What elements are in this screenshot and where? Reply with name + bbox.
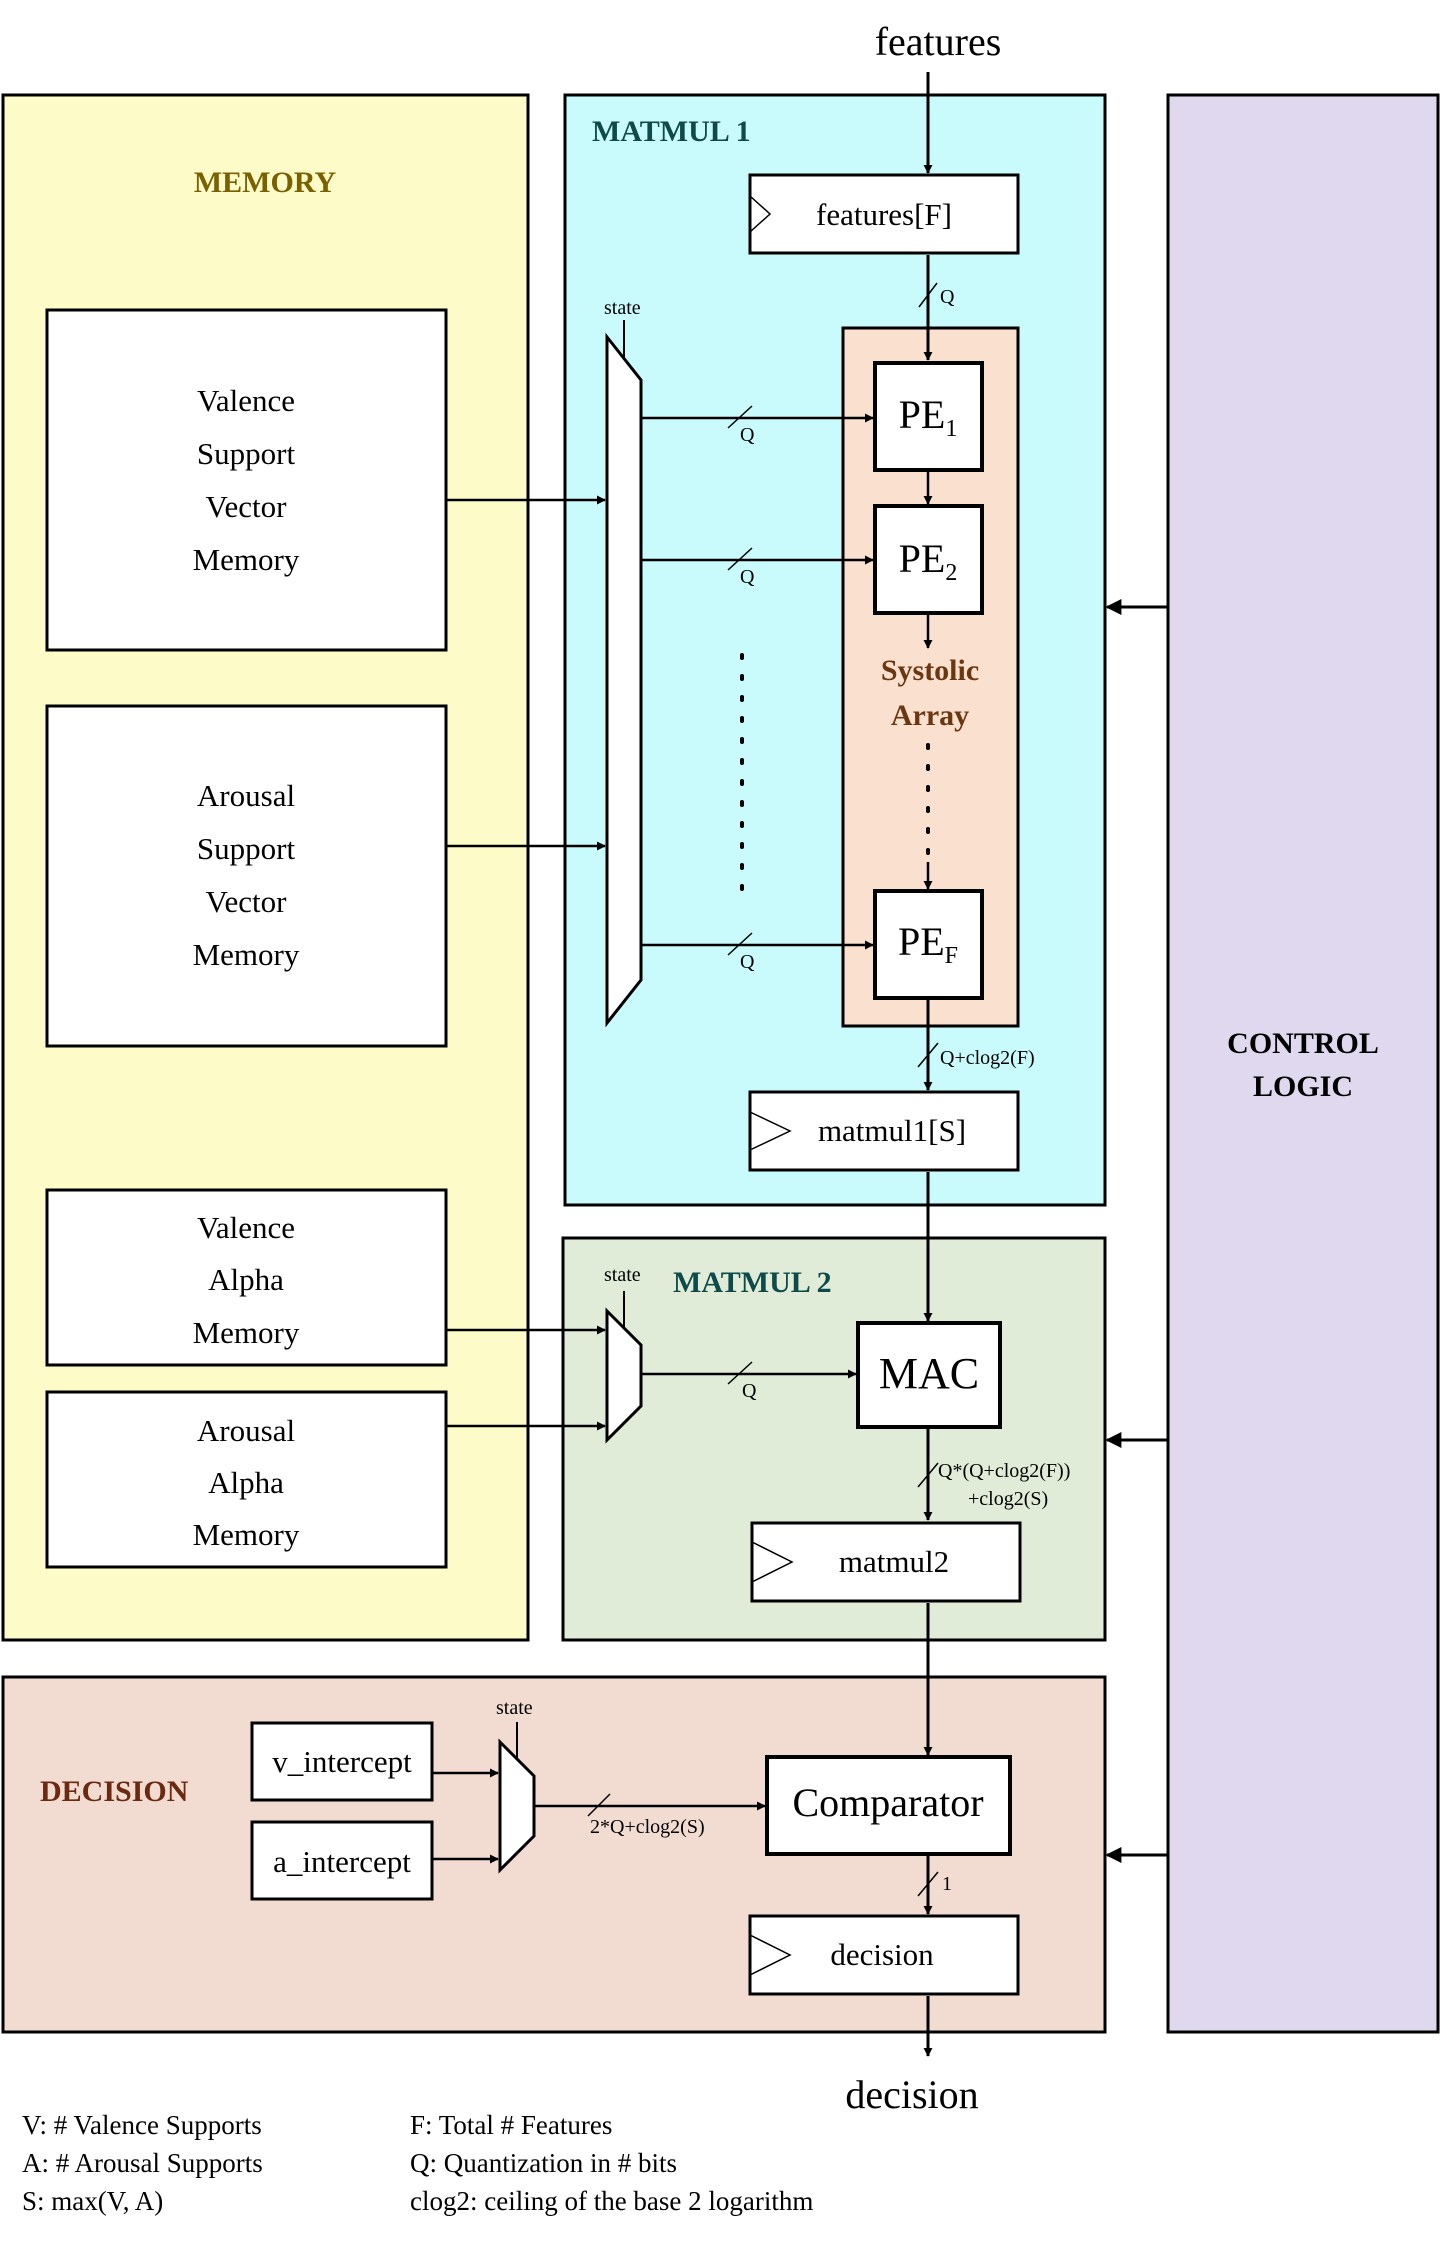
svg-text:matmul1[S]: matmul1[S] — [818, 1113, 966, 1148]
memory-title: MEMORY — [194, 166, 337, 199]
matmul1-title: MATMUL 1 — [592, 115, 751, 148]
svg-text:Memory: Memory — [193, 937, 300, 972]
arousal-alpha-memory: Arousal Alpha Memory — [45, 1390, 448, 1569]
valence-alpha-memory: Valence Alpha Memory — [45, 1188, 448, 1367]
matmul1-register: matmul1[S] — [748, 1090, 1020, 1172]
features-input-label: features — [875, 19, 1002, 64]
svg-text:Vector: Vector — [206, 489, 288, 524]
decision-title: DECISION — [40, 1775, 189, 1808]
legend-q: Q: Quantization in # bits — [410, 2148, 677, 2178]
svg-text:PE1: PE1 — [899, 392, 958, 442]
decision-bus-width: 1 — [942, 1873, 952, 1895]
svg-text:decision: decision — [830, 1937, 934, 1972]
svg-text:Vector: Vector — [206, 884, 288, 919]
features-bus-width: Q — [940, 286, 955, 308]
svg-text:Arousal: Arousal — [197, 778, 295, 813]
pe-1: PE1 — [873, 361, 984, 472]
mac-bus-width: Q — [742, 1380, 757, 1402]
pe1-bus-width: Q — [740, 424, 755, 446]
svg-text:Memory: Memory — [193, 1517, 300, 1552]
control-title-line1: CONTROL — [1227, 1027, 1379, 1060]
pe-2: PE2 — [873, 504, 984, 615]
svg-text:features[F]: features[F] — [816, 197, 952, 232]
svg-text:Comparator: Comparator — [792, 1780, 983, 1825]
svg-text:matmul2: matmul2 — [839, 1544, 949, 1579]
matmul1-panel — [563, 93, 1107, 1207]
matmul2-register: matmul2 — [750, 1521, 1022, 1603]
legend-s: S: max(V, A) — [22, 2186, 163, 2216]
svg-text:Memory: Memory — [193, 542, 300, 577]
matmul2-out-width-line2: +clog2(S) — [968, 1488, 1048, 1510]
v-intercept-register: v_intercept — [250, 1721, 434, 1802]
svg-text:Alpha: Alpha — [208, 1262, 284, 1297]
legend-v: V: # Valence Supports — [22, 2110, 262, 2140]
svg-text:Valence: Valence — [197, 1210, 295, 1245]
valence-support-vector-memory: Valence Support Vector Memory — [45, 308, 448, 652]
svg-text:a_intercept: a_intercept — [273, 1844, 411, 1879]
pef-bus-width: Q — [740, 951, 755, 973]
svg-text:Alpha: Alpha — [208, 1465, 284, 1500]
decision-register: decision — [748, 1914, 1020, 1996]
comparator-bus-width: 2*Q+clog2(S) — [590, 1816, 705, 1838]
svg-text:Support: Support — [197, 436, 296, 471]
arousal-support-vector-memory: Arousal Support Vector Memory — [45, 704, 448, 1048]
svg-text:Memory: Memory — [193, 1315, 300, 1350]
matmul2-out-width-line1: Q*(Q+clog2(F)) — [938, 1460, 1070, 1482]
svg-text:v_intercept: v_intercept — [272, 1744, 412, 1779]
mac-unit: MAC — [856, 1321, 1002, 1429]
decision-state-label: state — [496, 1697, 533, 1719]
decision-mux — [498, 1738, 536, 1874]
legend-f: F: Total # Features — [410, 2110, 612, 2140]
svg-text:Support: Support — [197, 831, 296, 866]
svg-text:Valence: Valence — [197, 383, 295, 418]
svg-text:PEF: PEF — [898, 919, 958, 969]
matmul1-out-width: Q+clog2(F) — [940, 1047, 1035, 1069]
control-logic-panel — [1166, 93, 1440, 2034]
pe-f: PEF — [873, 889, 984, 1000]
systolic-label-line2: Array — [891, 699, 969, 732]
comparator: Comparator — [765, 1755, 1012, 1856]
svg-text:Arousal: Arousal — [197, 1413, 295, 1448]
decision-output-label: decision — [845, 2072, 978, 2117]
features-register: features[F] — [748, 173, 1020, 255]
matmul1-state-label: state — [604, 297, 641, 319]
matmul2-mux — [605, 1307, 643, 1444]
a-intercept-register: a_intercept — [250, 1820, 434, 1901]
legend-a: A: # Arousal Supports — [22, 2148, 263, 2178]
pe2-bus-width: Q — [740, 566, 755, 588]
systolic-label-line1: Systolic — [881, 654, 979, 687]
legend-clog2: clog2: ceiling of the base 2 logarithm — [410, 2186, 813, 2216]
svg-text:PE2: PE2 — [899, 536, 958, 586]
matmul2-title: MATMUL 2 — [673, 1266, 832, 1299]
svg-text:MAC: MAC — [879, 1349, 979, 1398]
matmul2-state-label: state — [604, 1264, 641, 1286]
matmul1-mux — [605, 332, 643, 1028]
control-title-line2: LOGIC — [1253, 1070, 1353, 1103]
